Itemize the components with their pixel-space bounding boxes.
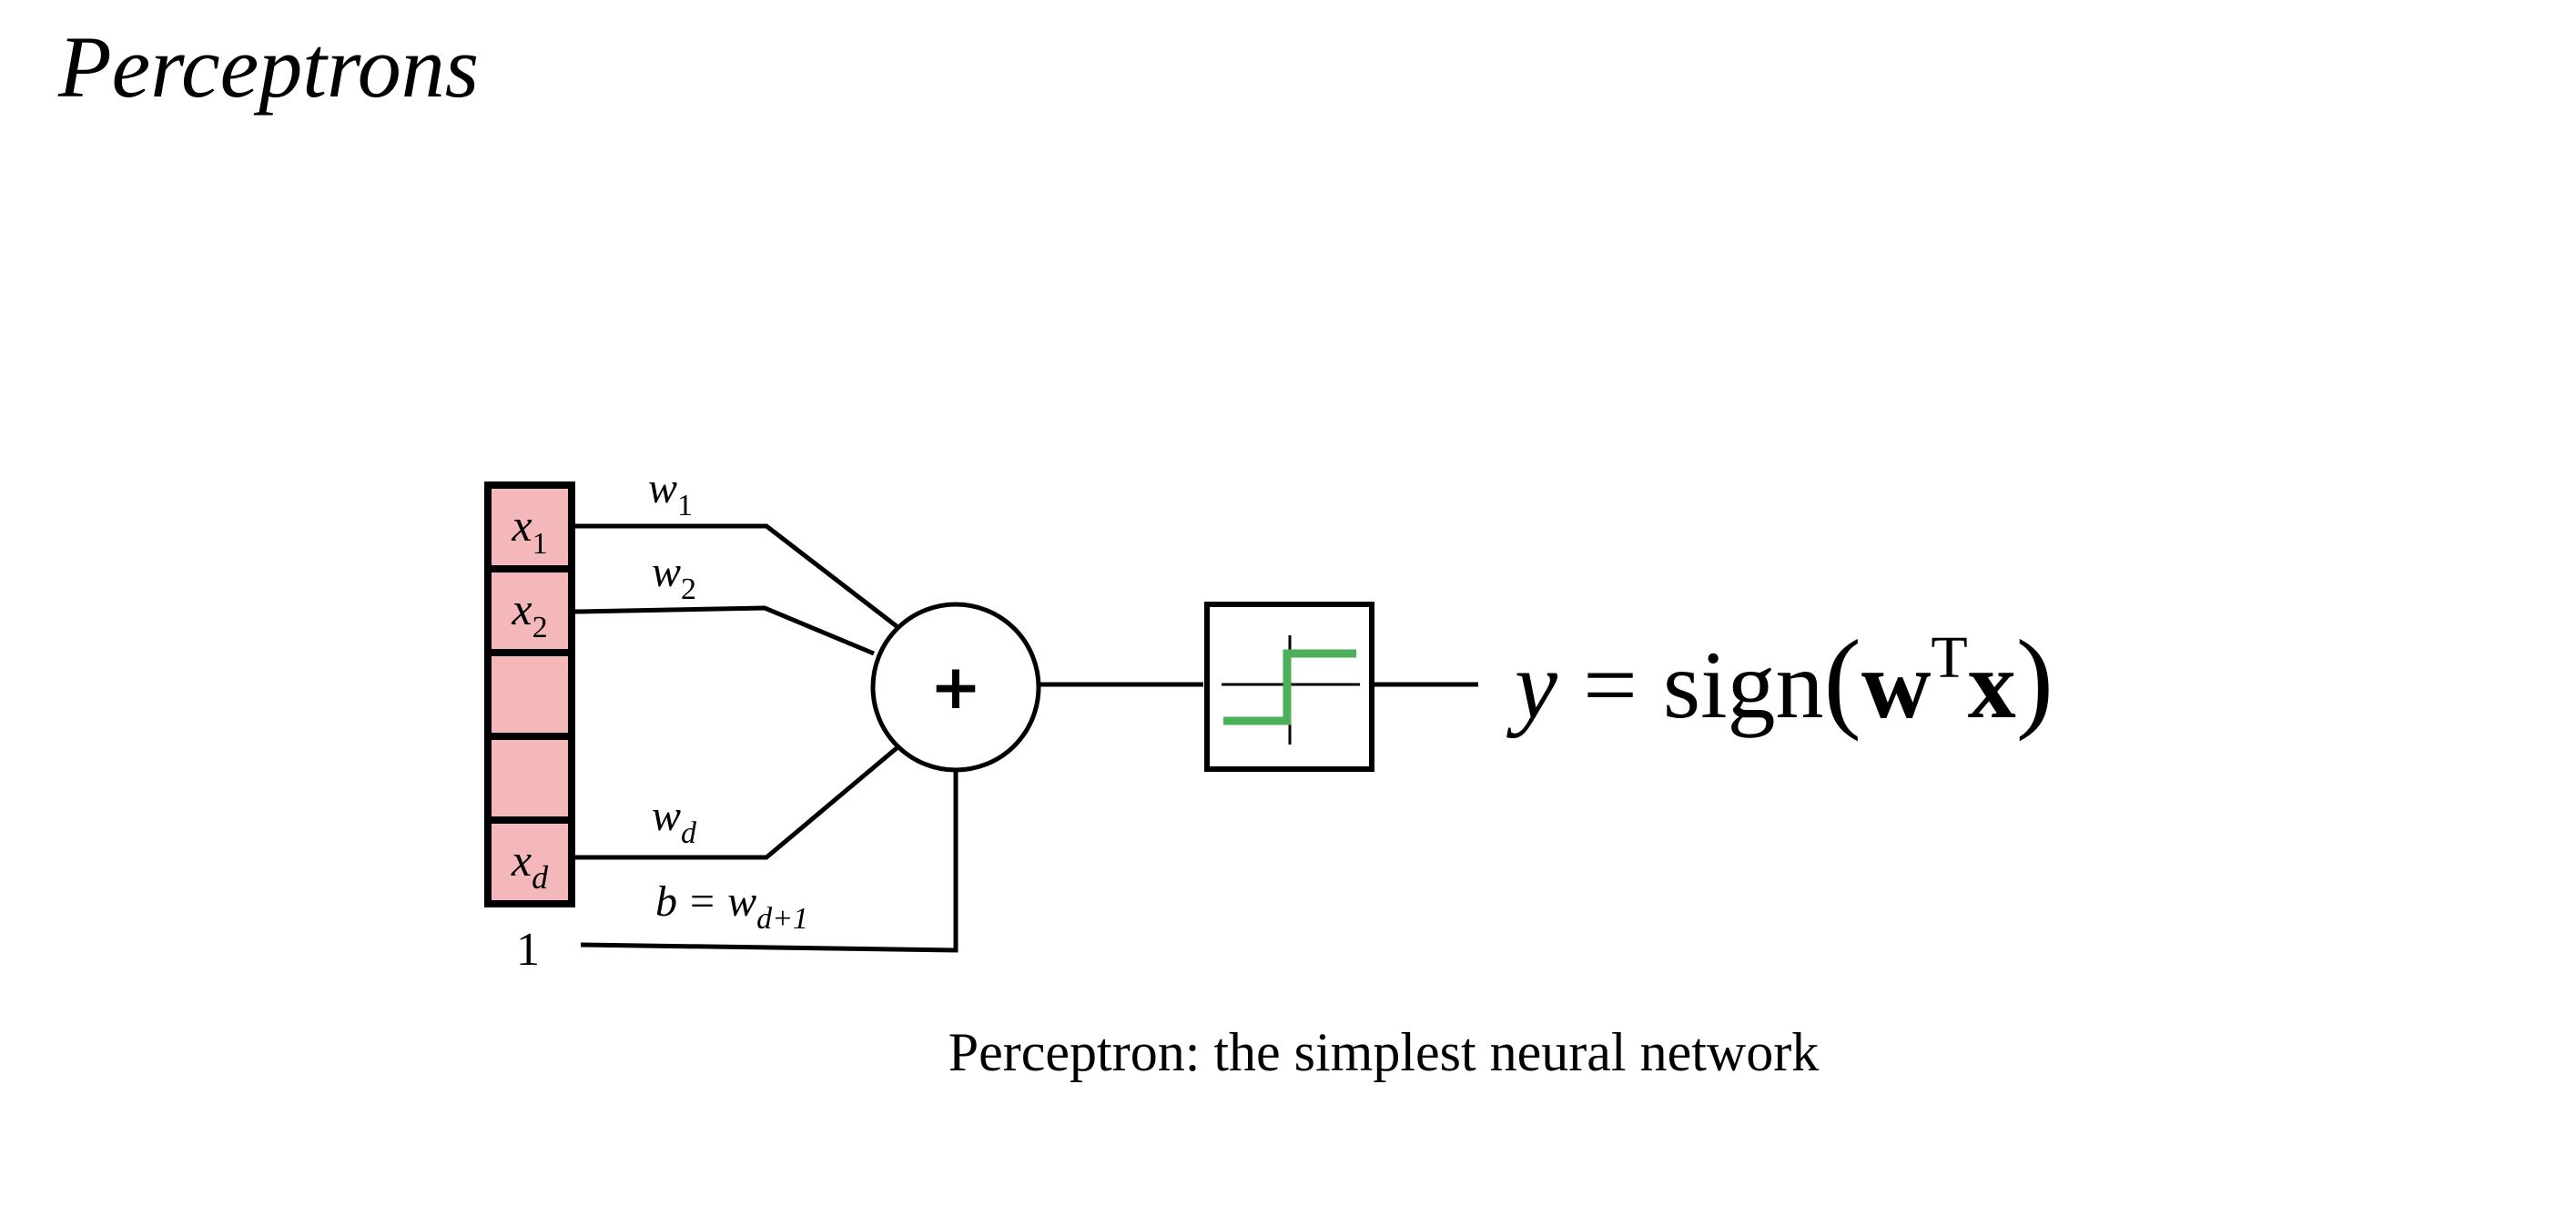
input-cell-x1: [484, 481, 575, 573]
input-cell-xd: [484, 816, 575, 907]
input-label-x1: x1: [511, 500, 547, 561]
connection-wd: [575, 746, 898, 860]
output-equals: =: [1583, 632, 1638, 738]
weight-label-bias: b=wd+1: [655, 877, 808, 936]
output-w: w: [1861, 632, 1932, 738]
activation-box: [1204, 602, 1374, 772]
output-x: x: [1968, 632, 2016, 738]
slide-title: Perceptrons: [58, 18, 480, 116]
sum-node: +: [870, 602, 1041, 773]
step-function-icon: [1222, 635, 1360, 745]
weight-label-w1: w1: [648, 464, 693, 522]
output-y: y: [1506, 632, 1558, 738]
connection-w1: [575, 523, 898, 628]
connection-w2: [574, 605, 875, 656]
bias-input-label: 1: [516, 924, 540, 976]
input-label-xd: xd: [511, 835, 549, 896]
input-vector: [484, 481, 575, 907]
output-transpose: T: [1931, 624, 1967, 691]
output-sign: sign: [1663, 632, 1824, 738]
output-open-paren: (: [1824, 617, 1861, 742]
plus-icon: +: [930, 652, 982, 724]
input-cell-x2: [484, 565, 575, 656]
sum-node-circle: [870, 602, 1041, 773]
diagram-caption: Perceptron: the simplest neural network: [948, 1022, 1820, 1082]
weight-connections: [574, 523, 1478, 953]
weight-label-w2: w2: [652, 548, 696, 606]
connection-bias: [580, 770, 958, 953]
input-cell-empty-2: [484, 733, 575, 824]
input-label-x2: x2: [511, 583, 547, 644]
weight-label-wd: wd: [652, 792, 697, 850]
output-close-paren: ): [2016, 617, 2054, 742]
output-formula: y=sign(wTx): [1506, 617, 2054, 742]
input-cell-empty-1: [484, 649, 575, 740]
